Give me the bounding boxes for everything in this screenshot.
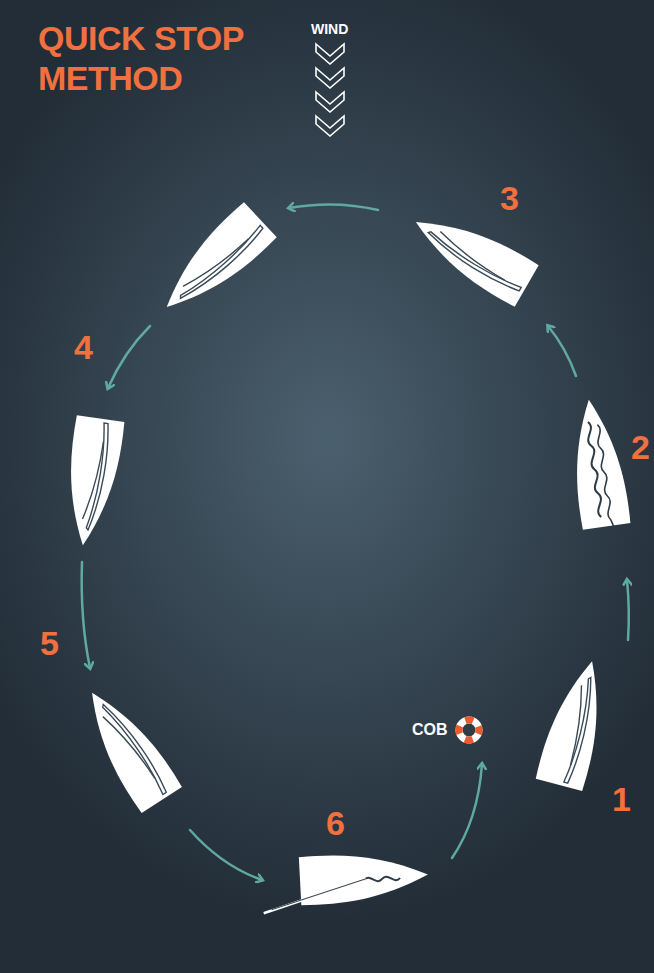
boats xyxy=(59,201,632,913)
lifebuoy-bands xyxy=(459,720,479,740)
boat xyxy=(535,655,615,791)
course-arrow xyxy=(190,830,262,880)
cob-label: COB xyxy=(412,722,448,738)
callout-number: 6 xyxy=(326,806,345,840)
boat xyxy=(261,850,430,913)
course-arrow xyxy=(82,562,90,668)
boat-sail xyxy=(561,677,599,784)
callout-number: 4 xyxy=(74,330,93,364)
boat xyxy=(150,202,277,325)
boat-sail xyxy=(86,423,111,531)
boat-hull xyxy=(535,655,615,791)
callout-number: 3 xyxy=(500,181,519,215)
callout-number: 1 xyxy=(612,782,631,816)
boom xyxy=(262,879,367,913)
course-arrow xyxy=(108,326,150,388)
flogging-sail xyxy=(364,876,400,882)
wind-chevron xyxy=(316,68,344,88)
callout-number: 2 xyxy=(631,430,650,464)
lifebuoy xyxy=(459,720,479,740)
boat-jib xyxy=(103,711,155,784)
course-arrow xyxy=(452,764,482,858)
callout-number: 5 xyxy=(40,626,59,660)
boat-sail xyxy=(424,231,523,294)
boat-hull xyxy=(59,415,125,549)
wind-label: WIND xyxy=(311,22,348,36)
boat xyxy=(72,679,183,813)
wind-chevron xyxy=(316,116,344,136)
boat-hull xyxy=(150,202,277,325)
course-arrow xyxy=(548,326,576,376)
boat xyxy=(404,201,539,307)
diagram-title: QUICK STOP METHOD xyxy=(38,18,263,98)
boat-hull xyxy=(404,201,539,307)
boat-jib xyxy=(561,685,591,765)
flogging-sail xyxy=(595,424,616,534)
wind-chevrons xyxy=(316,44,344,136)
boat-jib xyxy=(183,232,248,294)
lifebuoy-ring xyxy=(459,720,479,740)
flogging-sail xyxy=(586,422,604,518)
boat-sail xyxy=(102,700,169,796)
boat-sail xyxy=(179,223,265,304)
boat xyxy=(565,396,632,537)
wind-chevron xyxy=(316,92,344,112)
boat-hull xyxy=(565,396,631,530)
boat-hull xyxy=(299,850,429,906)
boat-jib xyxy=(435,232,509,281)
wind-chevron xyxy=(316,44,344,64)
course-arrow xyxy=(627,580,629,640)
course-arrow xyxy=(289,204,378,210)
boat-hull xyxy=(72,679,183,813)
boom-edge xyxy=(270,879,367,910)
boat xyxy=(59,415,125,549)
boat-jib xyxy=(82,440,103,521)
